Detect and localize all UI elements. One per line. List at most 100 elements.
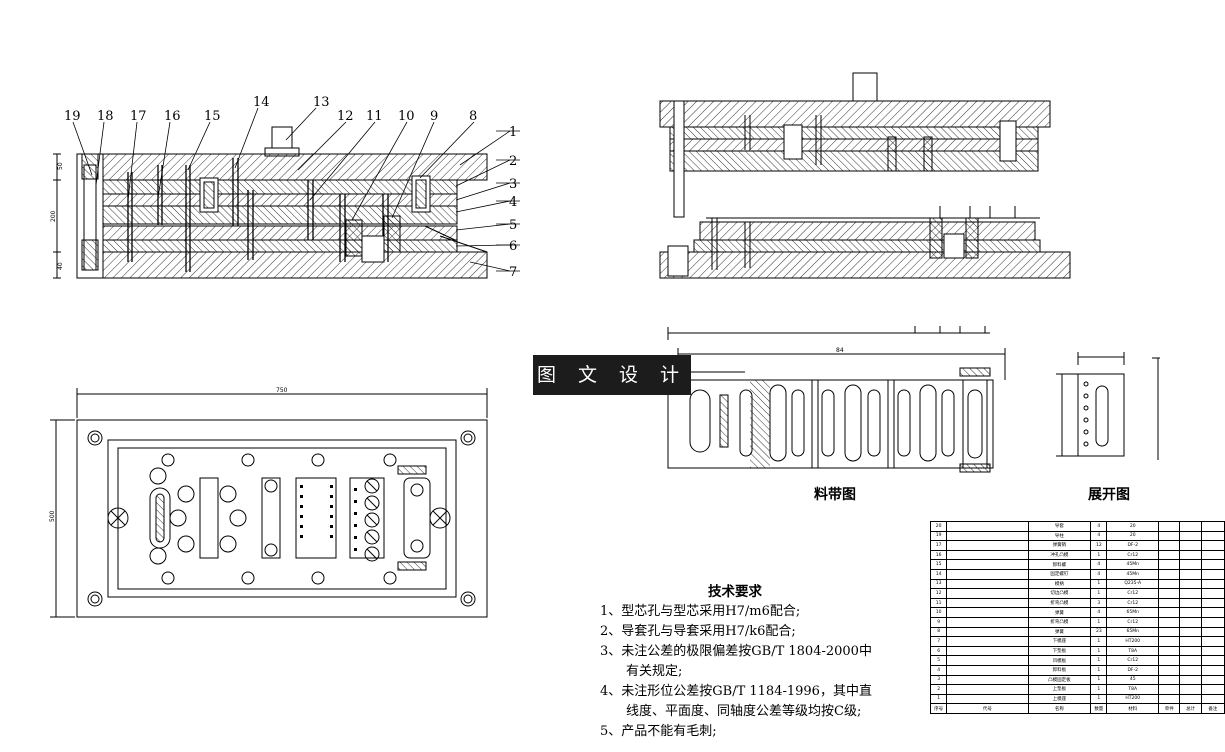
- bom-cell: [946, 597, 1029, 609]
- callout-4: 4: [509, 195, 517, 210]
- bom-cell: 卸料螺: [1027, 559, 1092, 570]
- bom-cell: 20: [929, 521, 948, 532]
- bom-cell: [1158, 578, 1181, 590]
- bom-cell: 16: [929, 549, 948, 561]
- bom-cell: 上模座: [1027, 693, 1092, 705]
- bom-cell: 数量: [1090, 703, 1108, 714]
- bom-cell: [1179, 549, 1202, 561]
- bom-cell: [1158, 521, 1181, 532]
- bom-header-row: 序号代号名称数量材料单件总计备注: [929, 703, 1225, 714]
- bom-cell: 23: [1090, 626, 1108, 638]
- bom-cell: [1158, 549, 1181, 561]
- bom-cell: 10: [929, 607, 948, 618]
- bom-cell: [1179, 636, 1202, 647]
- callout-leaders: [72, 107, 520, 272]
- technical-requirements: 技术要求 1、型芯孔与型芯采用H7/m6配合; 2、导套孔与导套采用H7/k6配…: [600, 582, 900, 742]
- bom-cell: [1200, 549, 1225, 561]
- bom-cell: 4: [1090, 568, 1108, 580]
- bom-cell: [946, 645, 1029, 657]
- bom-cell: [1179, 693, 1202, 705]
- bom-cell: 总计: [1179, 703, 1202, 714]
- bom-cell: 4: [1090, 559, 1108, 570]
- bom-cell: 冲孔凸模: [1027, 549, 1092, 561]
- callout-19: 19: [64, 109, 81, 124]
- bom-cell: 1: [1090, 549, 1108, 561]
- bom-cell: 7: [929, 636, 948, 647]
- bom-cell: [946, 559, 1029, 570]
- callout-18: 18: [97, 109, 114, 124]
- bom-cell: Q235-A: [1106, 578, 1160, 590]
- bom-cell: 备注: [1200, 703, 1225, 714]
- bom-cell: Cr12: [1106, 655, 1160, 666]
- bom-cell: [1200, 616, 1225, 628]
- bom-cell: [946, 530, 1029, 542]
- bom-cell: [1179, 530, 1202, 542]
- plan-view: [50, 388, 488, 618]
- bom-cell: [1200, 530, 1225, 542]
- bom-cell: HT200: [1106, 693, 1160, 705]
- bom-cell: [1179, 645, 1202, 657]
- bom-cell: 模柄: [1027, 578, 1092, 590]
- bom-cell: [1200, 559, 1225, 570]
- plan-width-dim: 750: [276, 387, 288, 394]
- bom-cell: [1158, 626, 1181, 638]
- bom-cell: [1158, 636, 1181, 647]
- bom-cell: Cr12: [1106, 616, 1160, 628]
- bom-cell: 9: [929, 616, 948, 628]
- tech-req-item-2: 2、导套孔与导套采用H7/k6配合;: [600, 624, 796, 639]
- blank-view: [1056, 352, 1160, 460]
- bom-cell: [1158, 597, 1181, 609]
- bom-cell: 1: [1090, 616, 1108, 628]
- dim-top: 50: [57, 162, 64, 170]
- bom-cell: [946, 664, 1029, 676]
- bom-cell: 4: [929, 664, 948, 676]
- bom-cell: [1179, 664, 1202, 676]
- bom-cell: [1200, 578, 1225, 590]
- bom-cell: 导柱: [1027, 530, 1092, 542]
- bom-cell: 弹簧销: [1027, 540, 1092, 551]
- bom-cell: 11: [929, 597, 948, 609]
- bom-cell: 单件: [1158, 703, 1181, 714]
- callout-9: 9: [430, 109, 438, 124]
- bom-cell: 弹簧: [1027, 607, 1092, 618]
- bom-cell: 19: [929, 530, 948, 542]
- bom-cell: 3: [1090, 597, 1108, 609]
- callout-1: 1: [509, 125, 517, 140]
- bom-cell: Cr12: [1106, 597, 1160, 609]
- bom-cell: 13: [929, 578, 948, 590]
- bom-cell: [1179, 597, 1202, 609]
- bom-cell: [946, 684, 1029, 695]
- bom-cell: [1179, 540, 1202, 551]
- bom-cell: [946, 568, 1029, 580]
- bom-cell: [1158, 540, 1181, 551]
- bom-cell: 17: [929, 540, 948, 551]
- callout-12: 12: [337, 109, 354, 124]
- bom-cell: [1158, 655, 1181, 666]
- bom-cell: 折弯凸模: [1027, 597, 1092, 609]
- tech-req-item-3: 3、未注公差的极限偏差按GB/T 1804-2000中: [600, 644, 872, 659]
- bom-cell: 1: [1090, 664, 1108, 676]
- tech-req-item-4-cont: 线度、平面度、同轴度公差等级均按C级;: [626, 704, 862, 719]
- bom-cell: [1200, 664, 1225, 676]
- bom-cell: 4: [1090, 607, 1108, 618]
- bom-cell: 下模座: [1027, 636, 1092, 647]
- bom-cell: 20: [1106, 530, 1160, 542]
- bom-cell: [1200, 693, 1225, 705]
- tech-req-title: 技术要求: [708, 584, 762, 600]
- bom-cell: Cr12: [1106, 588, 1160, 599]
- bom-cell: [1200, 521, 1225, 532]
- bom-cell: 1: [1090, 578, 1108, 590]
- dim-bottom: 40: [57, 262, 64, 270]
